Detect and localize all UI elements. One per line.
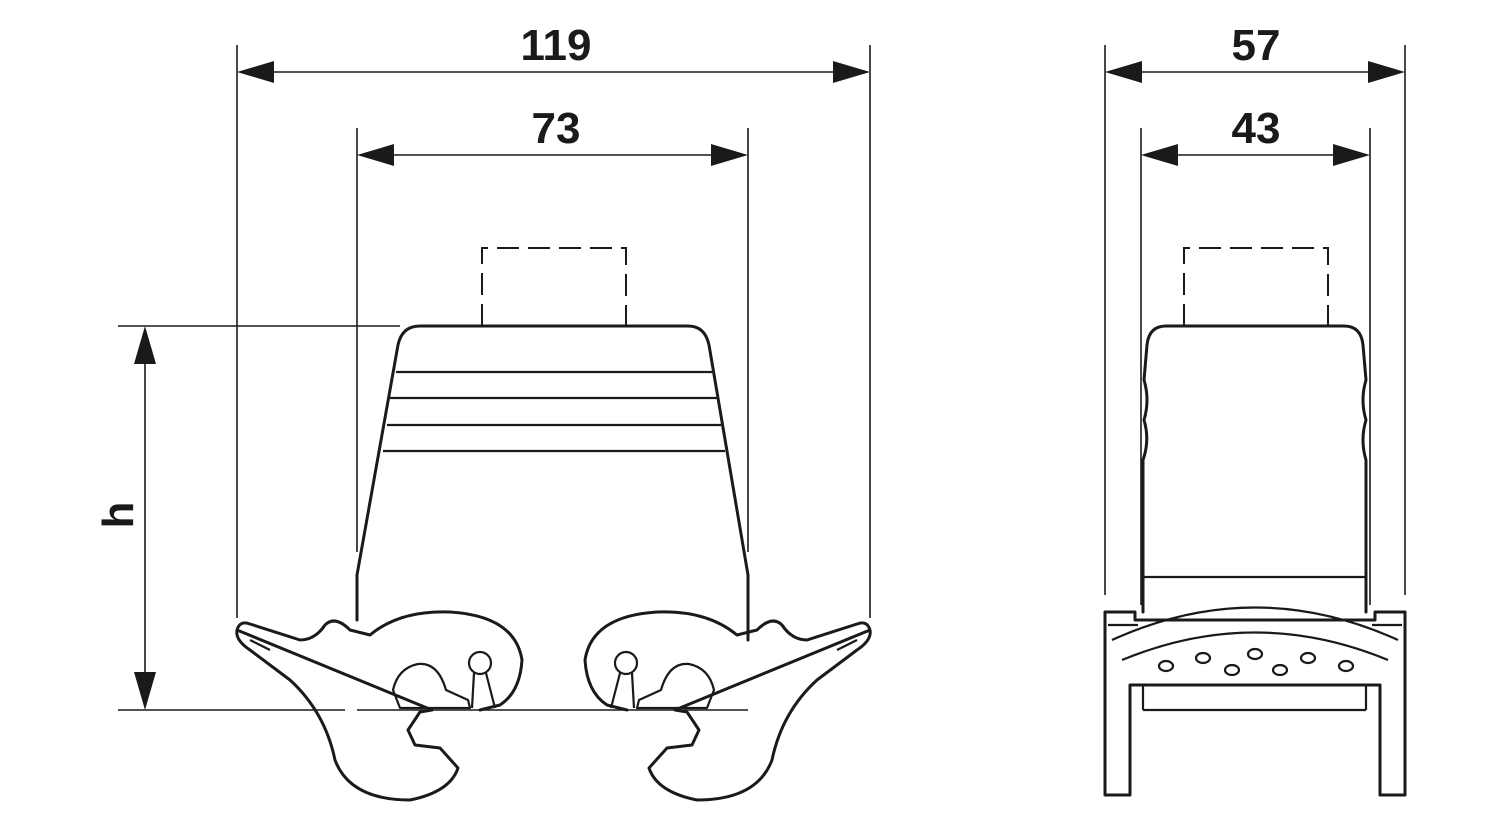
arrow-head [1141, 144, 1178, 166]
locking-lever-left [235, 610, 524, 802]
dimension-overall-width: 119 [237, 21, 870, 83]
side-view: 57 43 [1103, 21, 1407, 797]
dimension-label-73: 73 [532, 104, 581, 153]
dimension-height: h [94, 326, 156, 710]
front-extension-lines [118, 45, 871, 711]
dimension-side-overall-width: 57 [1105, 21, 1405, 83]
arrow-head [134, 672, 156, 710]
front-view: 119 73 h [94, 21, 872, 802]
side-extension-lines [1104, 45, 1406, 605]
cable-entry-outline [481, 247, 627, 326]
dimension-label-43: 43 [1232, 104, 1281, 153]
dimension-side-inner-width: 43 [1141, 104, 1370, 166]
side-cable-entry-outline [1183, 247, 1329, 326]
dimension-inner-width: 73 [357, 104, 748, 166]
dimension-label-h: h [94, 502, 143, 529]
side-lever-base [1103, 606, 1407, 797]
arrow-head [711, 144, 748, 166]
dimension-label-119: 119 [521, 21, 592, 70]
arrow-head [237, 61, 274, 83]
locking-lever-right [583, 610, 872, 802]
arrow-head [357, 144, 394, 166]
housing-body [355, 324, 750, 711]
dimension-label-57: 57 [1232, 21, 1281, 70]
arrow-head [1333, 144, 1370, 166]
arrow-head [1368, 61, 1405, 83]
ventilation-holes [1157, 647, 1355, 677]
arrow-head [833, 61, 870, 83]
arrow-head [1105, 61, 1142, 83]
arrow-head [134, 326, 156, 364]
side-housing-body [1141, 324, 1368, 614]
